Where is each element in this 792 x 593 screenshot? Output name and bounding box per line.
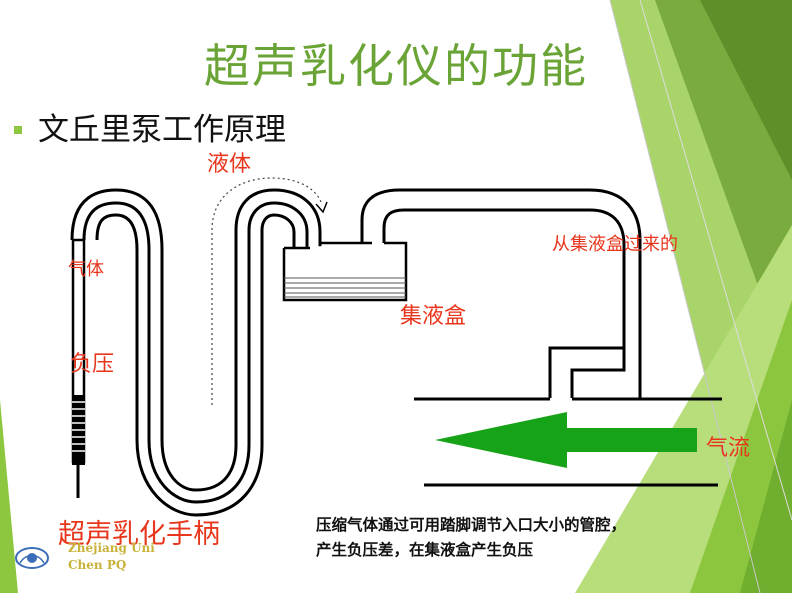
tube-inner xyxy=(82,201,309,504)
credits-line-2: Chen PQ xyxy=(68,558,127,572)
deco-lower-dark xyxy=(740,400,792,593)
deco-band-darkest xyxy=(700,0,792,180)
label-liquid: 液体 xyxy=(207,152,252,177)
suction-tube-step xyxy=(548,346,624,398)
eye-logo-icon xyxy=(15,547,49,569)
deco-line xyxy=(609,0,761,593)
label-handpiece: 超声乳化手柄 xyxy=(58,519,220,550)
square-bullet-icon xyxy=(14,125,22,134)
liquid-flow-arrowhead xyxy=(315,201,328,214)
tube-inner-2 xyxy=(95,213,296,517)
credits-line-1: Zhejiang Uni xyxy=(68,541,155,555)
description-line-2: 产生负压差，在集液盒产生负压 xyxy=(316,540,534,559)
collection-box xyxy=(282,241,408,302)
label-negative-pressure: 负压 xyxy=(70,352,115,377)
label-gas: 气体 xyxy=(68,259,104,280)
description: 压缩气体通过可用踏脚调节入口大小的管腔， 产生负压差，在集液盒产生负压 xyxy=(316,512,736,562)
label-collection-box: 集液盒 xyxy=(400,304,467,329)
suction-tube-outer xyxy=(360,188,642,390)
suction-tube-inner xyxy=(382,208,626,398)
tube-outer xyxy=(70,188,322,492)
bullet-row: 文丘里泵工作原理 xyxy=(14,104,286,149)
airflow-arrow xyxy=(435,412,697,468)
deco-line xyxy=(639,0,792,521)
slide-subtitle: 文丘里泵工作原理 xyxy=(38,112,286,148)
description-line-1: 压缩气体通过可用踏脚调节入口大小的管腔， xyxy=(316,515,627,534)
slide-title: 超声乳化仪的功能 xyxy=(204,39,588,93)
label-from-collection-box: 从集液盒过来的 xyxy=(552,234,678,255)
label-airflow: 气流 xyxy=(706,436,751,461)
credits: Zhejiang Uni Chen PQ xyxy=(68,540,155,574)
handpiece-grip xyxy=(72,395,85,465)
deco-left-wedge xyxy=(0,400,18,593)
